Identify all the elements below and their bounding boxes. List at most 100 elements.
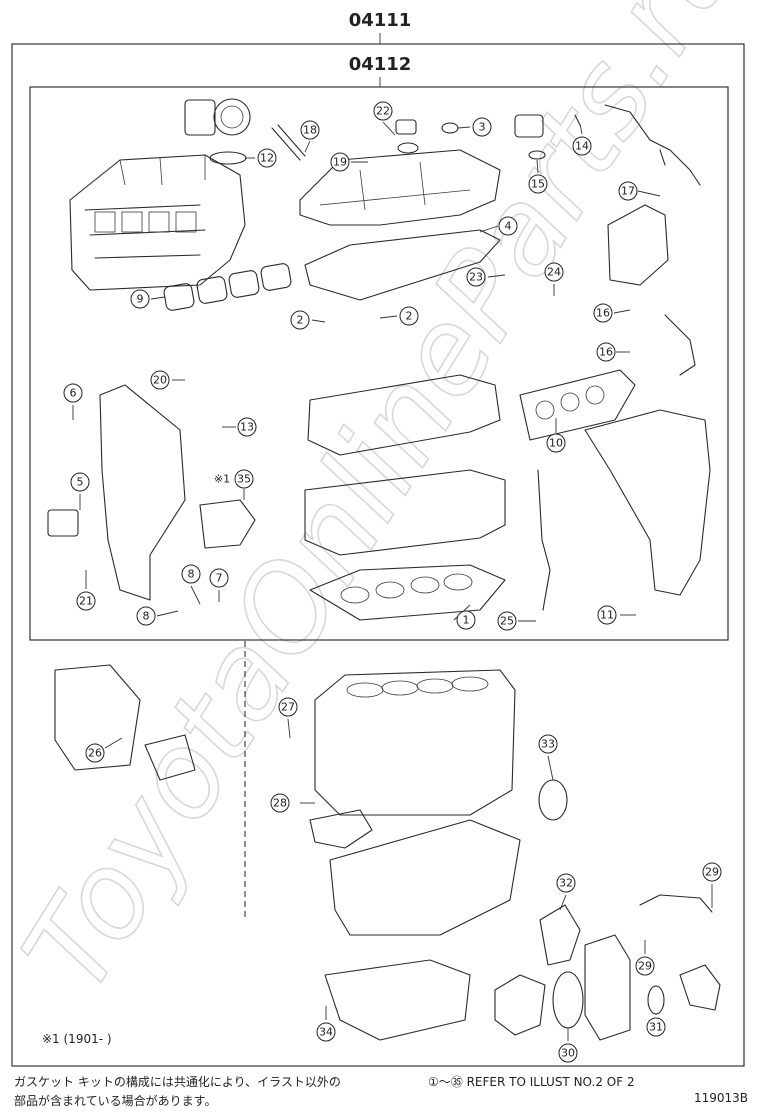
callout-22: 22 bbox=[373, 101, 393, 121]
front-cover-sketch bbox=[584, 934, 631, 1041]
rear-oil-seal bbox=[538, 779, 568, 821]
callout-19-label: 19 bbox=[333, 156, 347, 169]
dipstick-guide-sketch bbox=[537, 469, 551, 611]
timing-chain-cover-sketch bbox=[99, 384, 186, 601]
callout-8a: 8 bbox=[136, 606, 156, 626]
intake-manifold-gaskets bbox=[163, 263, 292, 311]
timing-cover-gasket-lower bbox=[54, 664, 141, 771]
water-inlet-housing bbox=[679, 964, 721, 1011]
callout-16a: 16 bbox=[593, 303, 613, 323]
oil-pan-lower-sketch bbox=[324, 959, 471, 1041]
callout-26-label: 26 bbox=[88, 747, 102, 760]
leader-lines bbox=[72, 121, 713, 1041]
camshaft-housing-sketch bbox=[307, 374, 501, 456]
pipe-sketch bbox=[664, 314, 696, 376]
callout-12-label: 12 bbox=[260, 152, 274, 165]
throttle-gasket-ring bbox=[209, 151, 247, 165]
symbol-1-marker: ※1 bbox=[214, 473, 230, 486]
callout-35: 35 bbox=[234, 469, 254, 489]
callout-8b: 8 bbox=[181, 564, 201, 584]
callout-4-label: 4 bbox=[505, 220, 512, 233]
block-bores bbox=[346, 676, 489, 698]
callout-1: 1 bbox=[456, 610, 476, 630]
symbol-note: ※1 (1901- ) bbox=[42, 1032, 112, 1046]
exhaust-manifold-gasket bbox=[519, 369, 636, 441]
callout-7: 7 bbox=[209, 568, 229, 588]
callout-8b-label: 8 bbox=[188, 568, 195, 581]
callout-35-label: 35 bbox=[237, 473, 251, 486]
callout-18-label: 18 bbox=[303, 124, 317, 137]
callout-13-label: 13 bbox=[240, 421, 254, 434]
callout-29b: 29 bbox=[635, 956, 655, 976]
callout-11-label: 11 bbox=[600, 609, 614, 622]
water-pump-gasket bbox=[552, 971, 584, 1029]
callout-34: 34 bbox=[316, 1022, 336, 1042]
callout-2a: 2 bbox=[290, 310, 310, 330]
callout-15: 15 bbox=[528, 174, 548, 194]
callout-28: 28 bbox=[270, 793, 290, 813]
callout-9-label: 9 bbox=[137, 293, 144, 306]
callout-20: 20 bbox=[150, 370, 170, 390]
oil-pump-sketch bbox=[309, 809, 373, 849]
callout-14-label: 14 bbox=[575, 140, 589, 153]
callout-2b-label: 2 bbox=[406, 310, 413, 323]
reference-note: ①～㉟ REFER TO ILLUST NO.2 OF 2 bbox=[428, 1075, 635, 1089]
callout-30: 30 bbox=[558, 1043, 578, 1063]
callout-14: 14 bbox=[572, 136, 592, 156]
callout-23-label: 23 bbox=[469, 271, 483, 284]
callout-10-label: 10 bbox=[549, 437, 563, 450]
inner-kit-frame bbox=[29, 86, 729, 641]
oxygen-sensor-harness bbox=[574, 104, 701, 186]
cylinder-block-sketch bbox=[314, 669, 516, 816]
oil-cooler-pipe bbox=[639, 894, 713, 913]
callout-28-label: 28 bbox=[273, 797, 287, 810]
callout-31: 31 bbox=[646, 1017, 666, 1037]
callout-23: 23 bbox=[466, 267, 486, 287]
outer-kit-code: 04111 bbox=[349, 10, 412, 31]
callout-20-label: 20 bbox=[153, 374, 167, 387]
cylinder-head-gasket bbox=[309, 564, 506, 621]
callout-29a: 29 bbox=[702, 862, 722, 882]
oil-pan-upper-sketch bbox=[329, 819, 521, 936]
callout-6: 6 bbox=[63, 383, 83, 403]
callout-16b-label: 16 bbox=[599, 346, 613, 359]
callout-22-label: 22 bbox=[376, 105, 390, 118]
throttle-body-sketch bbox=[184, 98, 251, 136]
callout-29a-label: 29 bbox=[705, 866, 719, 879]
valve-cover-gasket bbox=[304, 229, 501, 301]
callout-3: 3 bbox=[472, 117, 492, 137]
callout-25: 25 bbox=[497, 611, 517, 631]
callout-21: 21 bbox=[76, 591, 96, 611]
callout-29b-label: 29 bbox=[638, 960, 652, 973]
cam-sensor-sketch bbox=[514, 114, 546, 160]
callout-5-label: 5 bbox=[77, 476, 84, 489]
bracket-gasket-sketch bbox=[144, 734, 196, 781]
callout-8a-label: 8 bbox=[143, 610, 150, 623]
callout-2b: 2 bbox=[399, 306, 419, 326]
callout-19: 19 bbox=[330, 152, 350, 172]
japanese-note-line1: ガスケット キットの構成には共通化により、イラスト以外の bbox=[14, 1075, 341, 1089]
oil-filler-cap-sketch bbox=[395, 119, 419, 154]
watermark: ToyotaOnlineParts.ru bbox=[0, 0, 760, 1016]
callout-17-label: 17 bbox=[621, 185, 635, 198]
callout-21-label: 21 bbox=[79, 595, 93, 608]
callout-3-label: 3 bbox=[479, 121, 486, 134]
water-outlet-gasket bbox=[47, 509, 79, 537]
callout-11: 11 bbox=[597, 605, 617, 625]
callout-15-label: 15 bbox=[531, 178, 545, 191]
callout-25-label: 25 bbox=[500, 615, 514, 628]
heat-shield-sketch bbox=[607, 204, 669, 286]
callout-27-label: 27 bbox=[281, 701, 295, 714]
thermostat-ring bbox=[647, 985, 665, 1015]
callout-24: 24 bbox=[544, 262, 564, 282]
callout-1-label: 1 bbox=[463, 614, 470, 627]
illustration-code: 119013B bbox=[694, 1091, 749, 1105]
callout-33-label: 33 bbox=[541, 738, 555, 751]
callout-30-label: 30 bbox=[561, 1047, 575, 1060]
fuel-injector-sketch bbox=[271, 124, 306, 161]
valve-cover-sketch bbox=[299, 149, 501, 226]
callout-12: 12 bbox=[257, 148, 277, 168]
japanese-note-line2: 部品が含まれている場合があります。 bbox=[14, 1094, 217, 1108]
timing-gasket-lower bbox=[539, 904, 581, 966]
